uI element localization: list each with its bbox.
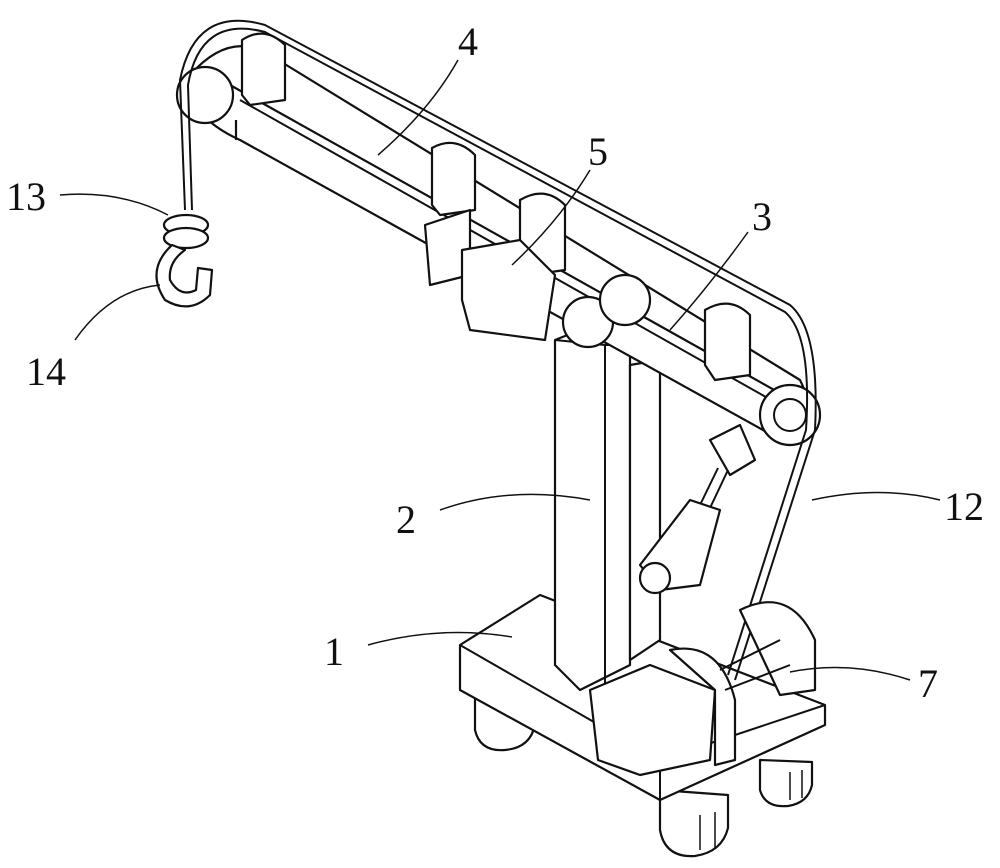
label-hook-collar: 13 xyxy=(6,177,46,217)
label-column: 2 xyxy=(396,500,416,540)
label-slider-motor: 5 xyxy=(588,132,608,172)
label-winch: 7 xyxy=(918,664,938,704)
leader-lines xyxy=(60,60,940,680)
label-hook: 14 xyxy=(26,352,66,392)
column xyxy=(555,320,660,690)
label-boom-lower: 3 xyxy=(752,197,772,237)
label-cable: 12 xyxy=(944,487,984,527)
hook xyxy=(156,215,212,306)
label-base: 1 xyxy=(324,632,344,672)
label-boom-upper: 4 xyxy=(458,22,478,62)
